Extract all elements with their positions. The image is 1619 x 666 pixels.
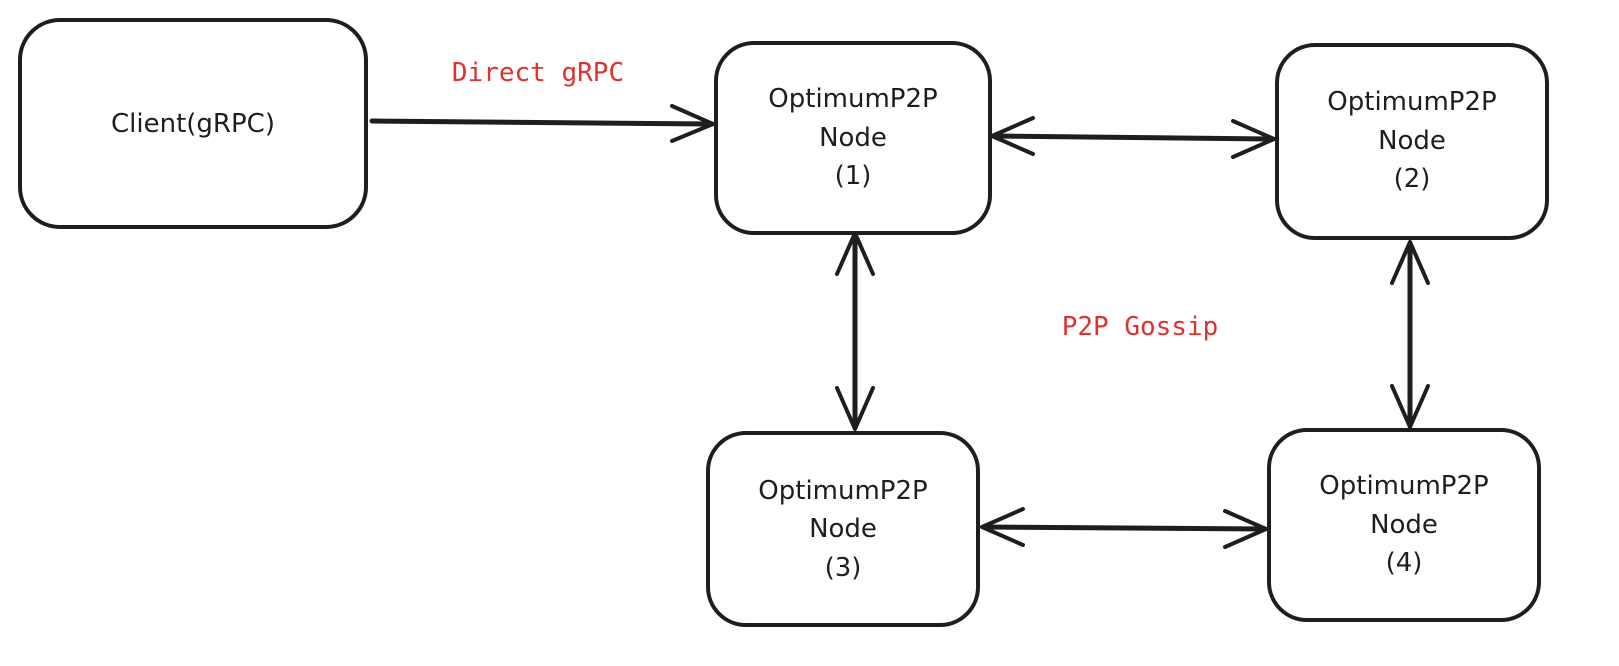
node-4-type: Node: [1370, 510, 1438, 540]
node-4-number: (4): [1386, 548, 1423, 578]
node-2-number: (2): [1394, 164, 1431, 194]
node-1-type: Node: [819, 123, 887, 153]
edge-node-1-node-3: [835, 231, 875, 431]
node-2-name: OptimumP2P: [1327, 87, 1496, 117]
node-4-box: OptimumP2P Node (4): [1267, 428, 1541, 622]
node-2-type: Node: [1378, 126, 1446, 156]
node-1-box: OptimumP2P Node (1): [714, 41, 992, 235]
edge-node-2-node-4: [1390, 240, 1430, 429]
node-2-box: OptimumP2P Node (2): [1275, 43, 1549, 240]
client-label: Client(gRPC): [111, 109, 275, 139]
edge-node-1-node-2: [990, 116, 1276, 159]
client-box: Client(gRPC): [18, 18, 368, 229]
node-3-box: OptimumP2P Node (3): [706, 431, 980, 627]
node-3-type: Node: [809, 514, 877, 544]
node-4-name: OptimumP2P: [1319, 471, 1488, 501]
p2p-gossip-label: P2P Gossip: [1062, 312, 1219, 342]
direct-grpc-label: Direct gRPC: [452, 58, 624, 88]
edge-node-3-node-4: [980, 507, 1268, 549]
node-1-name: OptimumP2P: [768, 84, 937, 114]
node-1-number: (1): [835, 161, 872, 191]
edge-client-to-node-1: [369, 104, 715, 143]
node-3-name: OptimumP2P: [758, 476, 927, 506]
node-3-number: (3): [825, 553, 862, 583]
